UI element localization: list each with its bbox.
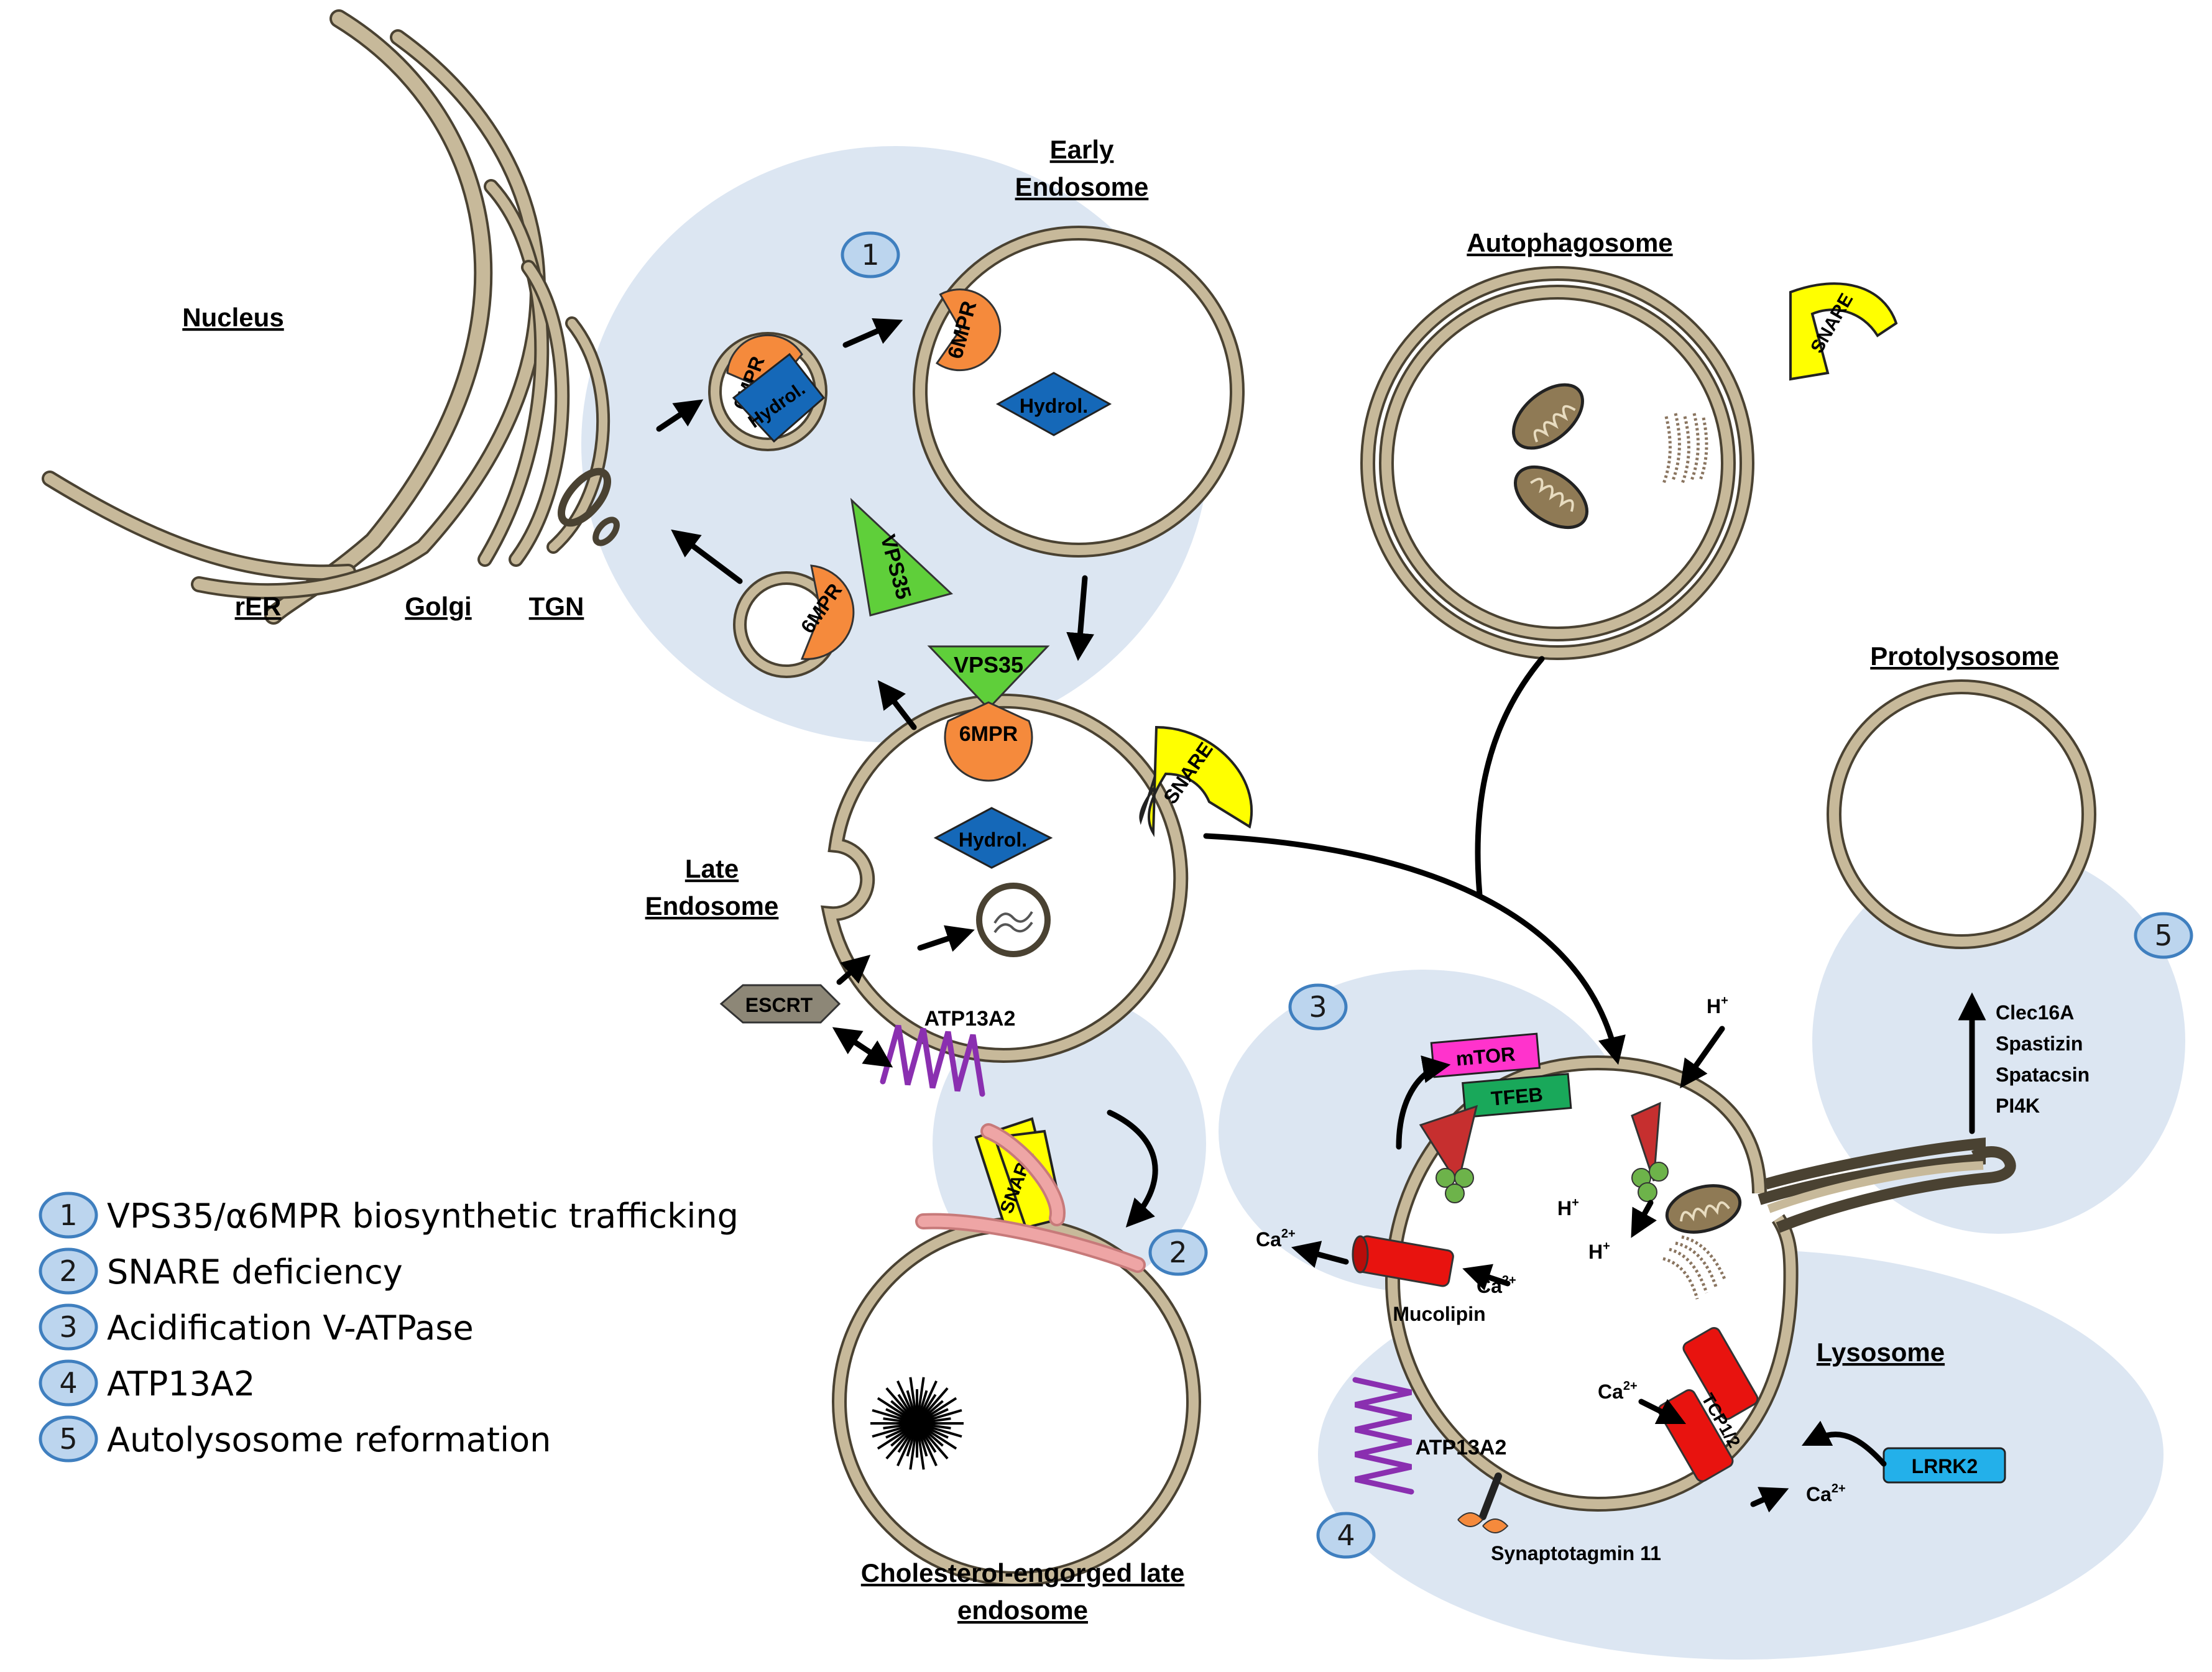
mucolipin-label: Mucolipin (1393, 1303, 1485, 1325)
crystal-ray (916, 1417, 951, 1425)
mtor-complex: mTOR (1430, 1032, 1541, 1078)
ion-labels: Ca2+ Ca2+ Ca2+ Ca2+ H+ H+ H+ (1256, 994, 1846, 1505)
svg-text:Hydrol.: Hydrol. (959, 829, 1027, 851)
early-endosome-label-2: Endosome (1015, 172, 1149, 201)
autophagosome-mitochondria (1512, 383, 1589, 530)
nuclear-inner (42, 471, 356, 581)
autophagosome-label: Autophagosome (1467, 228, 1672, 257)
early-endosome-6mpr: 6MPR (935, 288, 1002, 372)
v-atpase-right (1631, 1101, 1669, 1202)
legend-item-4: 4 ATP13A2 (39, 1359, 255, 1407)
early-endosome-hydrolase: Hydrol. (995, 372, 1112, 436)
late-endosome-label-2: Endosome (645, 891, 779, 921)
mucolipin-channel (1352, 1235, 1454, 1287)
svg-text:mTOR: mTOR (1455, 1042, 1516, 1070)
nucleus-label: Nucleus (182, 303, 283, 332)
late-endosome-retromer: VPS35 6MPR (927, 645, 1050, 782)
legend: 1 VPS35/α6MPR biosynthetic trafficking 2… (39, 1192, 739, 1463)
lysosome-atp13a2 (1352, 1377, 1414, 1495)
autophagosome-cargo (1661, 413, 1708, 485)
svg-text:ESCRT: ESCRT (745, 994, 813, 1016)
late-endosome (820, 694, 1189, 1063)
svg-text:2: 2 (1169, 1236, 1187, 1269)
pathway-arrows (656, 318, 1986, 1513)
nucleus-er-golgi (42, 9, 620, 625)
svg-text:SNARE deficiency: SNARE deficiency (107, 1252, 403, 1292)
svg-text:5: 5 (59, 1422, 77, 1456)
cholesterol-crystal (870, 1377, 964, 1470)
protolysosome-label: Protolysosome (1870, 641, 2058, 671)
escrt-complex: ESCRT (719, 984, 841, 1024)
intraluminal-vesicle (976, 883, 1051, 957)
svg-text:3: 3 (1309, 990, 1327, 1024)
svg-text:Ca2+: Ca2+ (1256, 1227, 1296, 1251)
lysosome-mitochondrion (1665, 1184, 1742, 1234)
svg-text:H+: H+ (1588, 1239, 1610, 1263)
svg-text:H+: H+ (1707, 994, 1728, 1017)
lysosome-label: Lysosome (1817, 1338, 1945, 1367)
badge-5: 5 (2134, 912, 2193, 959)
svg-text:4: 4 (1337, 1518, 1355, 1552)
badge-3: 3 (1288, 983, 1348, 1031)
badge-2: 2 (1148, 1229, 1208, 1276)
cholesterol-label-1: Cholesterol-engorged late (861, 1558, 1184, 1587)
lysosome-atp13a2-label: ATP13A2 (1416, 1436, 1507, 1459)
cholesterol-label-2: endosome (957, 1596, 1088, 1625)
svg-text:5: 5 (2154, 919, 2172, 952)
autophagosome-snare: SNARE (1789, 282, 1898, 381)
svg-text:3: 3 (59, 1310, 77, 1344)
svg-text:2: 2 (59, 1254, 77, 1288)
lysosome-cargo (1662, 1235, 1727, 1300)
svg-text:VPS35/α6MPR biosynthetic traff: VPS35/α6MPR biosynthetic trafficking (107, 1197, 739, 1236)
retromer-vesicle: 6MPR VPS35 (733, 497, 953, 678)
badge-1: 1 (841, 231, 900, 278)
legend-item-2: 2 SNARE deficiency (39, 1247, 403, 1295)
snare-complex: SNARE (915, 1117, 1146, 1273)
svg-text:TFEB: TFEB (1490, 1083, 1544, 1109)
tfeb: TFEB (1462, 1073, 1572, 1118)
svg-text:Ca2+: Ca2+ (1598, 1379, 1638, 1403)
tgn-vesicle-1 (557, 467, 612, 527)
svg-text:Autolysosome reformation: Autolysosome reformation (107, 1420, 551, 1459)
reformation-factors: Clec16A Spastizin Spatacsin PI4K (1996, 1001, 2090, 1117)
legend-item-1: 1 VPS35/α6MPR biosynthetic trafficking (39, 1192, 739, 1239)
early-endosome-label-1: Early (1050, 135, 1114, 164)
svg-text:Spastizin: Spastizin (1996, 1032, 2083, 1055)
tgn-label: TGN (529, 592, 584, 621)
legend-item-5: 5 Autolysosome reformation (39, 1415, 551, 1463)
golgi-label: Golgi (405, 592, 471, 621)
rer-label: rER (235, 592, 282, 621)
svg-text:Acidification V-ATPase: Acidification V-ATPase (107, 1308, 474, 1348)
late-endosome-hydrolase: Hydrol. (933, 807, 1053, 869)
synaptotagmin-11 (1457, 1472, 1509, 1533)
svg-text:1: 1 (59, 1198, 77, 1232)
svg-text:VPS35: VPS35 (954, 652, 1023, 678)
svg-text:Spatacsin: Spatacsin (1996, 1063, 2090, 1086)
v-atpase-left (1419, 1105, 1478, 1203)
svg-text:ATP13A2: ATP13A2 (107, 1364, 255, 1403)
svg-text:4: 4 (59, 1366, 77, 1400)
svg-text:6MPR: 6MPR (959, 722, 1018, 746)
svg-text:1: 1 (861, 238, 879, 272)
badge-4: 4 (1316, 1512, 1376, 1559)
zone-5-reformation (1812, 848, 2185, 1234)
biosynthetic-vesicle: 6MPR Hydrol. (708, 332, 827, 451)
late-endosome-atp13a2-label: ATP13A2 (924, 1007, 1016, 1031)
svg-text:PI4K: PI4K (1996, 1095, 2040, 1117)
svg-text:H+: H+ (1557, 1196, 1579, 1220)
svg-text:Clec16A: Clec16A (1996, 1001, 2074, 1024)
synaptotagmin-label: Synaptotagmin 11 (1491, 1542, 1661, 1564)
late-endosome-label-1: Late (685, 854, 739, 883)
svg-text:Ca2+: Ca2+ (1806, 1482, 1846, 1505)
lrrk2-protein: LRRK2 (1883, 1447, 2006, 1484)
legend-item-3: 3 Acidification V-ATPase (39, 1303, 474, 1351)
tgn-vesicle-2 (592, 517, 620, 546)
svg-text:LRRK2: LRRK2 (1912, 1455, 1978, 1477)
late-endosome-atp13a2 (880, 1024, 985, 1097)
svg-text:Hydrol.: Hydrol. (1020, 395, 1088, 417)
